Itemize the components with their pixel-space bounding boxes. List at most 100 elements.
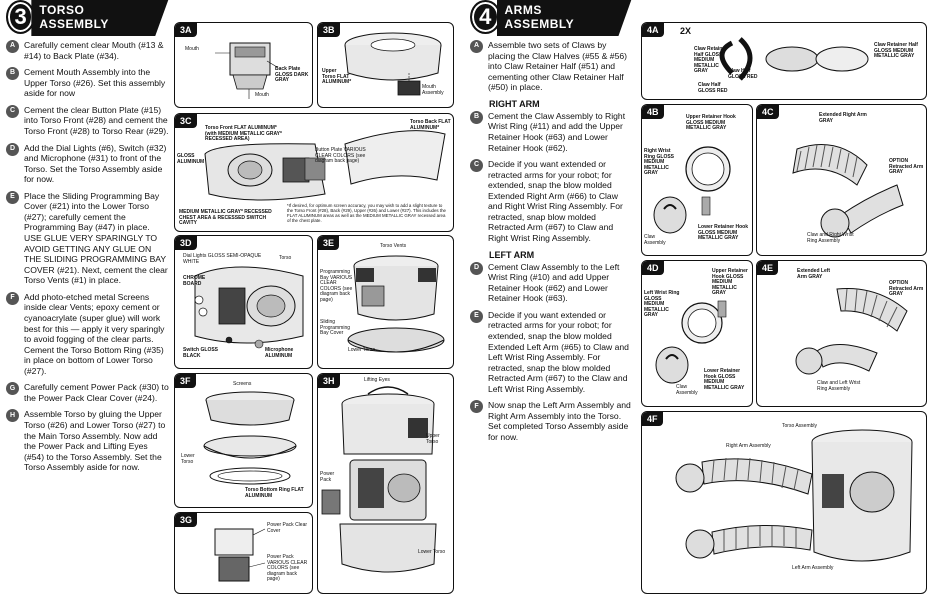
panel-label: 3H: [318, 374, 340, 388]
torso-front-label: Torso Front FLAT ALUMINUM* (with MEDIUM …: [205, 125, 282, 142]
panel-4d: 4D Left Wrist Ring GLOSS MEDIUM METALLIC…: [641, 260, 753, 407]
torso-vents-label: Torso Vents: [380, 243, 407, 249]
panel-label: 3G: [175, 513, 198, 527]
step-bullet: A: [6, 40, 19, 53]
step-bullet: B: [470, 110, 483, 124]
panel-3d: 3D Dial Lights GLOSS SEMI-OPAQUE WHITE T…: [174, 235, 313, 369]
step-text: Cement Mouth Assembly into the Upper Tor…: [24, 67, 166, 99]
right-arm-heading: RIGHT ARM: [489, 98, 540, 109]
step-text: Place the Sliding Programming Bay Cover …: [24, 190, 168, 286]
mouth-assembly-label: Mouth Assembly: [422, 84, 444, 96]
lower-retainer-hook-label: Lower Retainer Hook GLOSS MEDIUM METALLI…: [704, 368, 745, 391]
step-bullet: E: [470, 309, 483, 323]
step-text: Assemble Torso by gluing the Upper Torso…: [24, 409, 166, 473]
torso-step-number: 3: [6, 0, 36, 34]
step-text: Decide if you want extended or retracted…: [488, 159, 623, 243]
claw-half-upper-label: Claw Half GLOSS RED: [728, 68, 758, 80]
right-wrist-ring-label: Right Wrist Ring GLOSS MEDIUM METALLIC G…: [644, 148, 674, 176]
torso-step-h: H Assemble Torso by gluing the Upper Tors…: [6, 409, 169, 472]
retracted-arm-label: OPTION Retracted Arm GRAY: [889, 280, 924, 297]
left-arm-heading: LEFT ARM: [489, 249, 535, 260]
arms-step-f: F Now snap the Left Arm Assembly and Righ…: [470, 400, 632, 442]
step-text: Add photo-etched metal Screens inside cl…: [24, 291, 165, 376]
panel-label: 4A: [642, 23, 664, 37]
panel-label: 4D: [642, 261, 664, 275]
sliding-cover-label: Sliding Programming Bay Cover: [320, 319, 351, 336]
retracted-arm-label: OPTION Retracted Arm GRAY: [889, 158, 924, 175]
mouth-back-plate-drawing: [215, 42, 278, 99]
arms-step-number: 4: [470, 0, 501, 34]
chrome-label: CHROME BOARD: [183, 275, 206, 287]
step-bullet: H: [6, 409, 19, 423]
dial-lights-label: Dial Lights GLOSS SEMI-OPAQUE WHITE: [183, 253, 262, 265]
torso-header: 3 TORSO ASSEMBLY: [6, 0, 169, 36]
panel-label: 3B: [318, 23, 340, 37]
step-text: Cement Claw Assembly to the Left Wrist R…: [488, 261, 620, 304]
arms-step-c: C Decide if you want extended or retracte…: [470, 159, 632, 244]
upper-retainer-hook-label: Upper Retainer Hook GLOSS MEDIUM METALLI…: [686, 114, 736, 131]
panel-3a: 3A Mouth Back Plate GLOSS DARK GRAY Mout…: [174, 22, 313, 108]
lower-torso-label: Lower Torso: [348, 347, 376, 353]
panel-label: 3C: [175, 114, 197, 128]
recessed-area-label: MEDIUM METALLIC GRAY* RECESSED CHEST ARE…: [179, 209, 272, 226]
step-text: Now snap the Left Arm Assembly and Right…: [488, 400, 631, 442]
button-plate-label: Button Plate VARIOUS CLEAR COLORS (see d…: [315, 147, 366, 164]
lower-torso-drawing: [347, 255, 445, 353]
screens-bottom-ring-drawing: [203, 391, 297, 485]
step-bullet: A: [470, 40, 483, 53]
panel-3f: 3F Screens Lower Torso Torso Bottom Ring…: [174, 373, 313, 508]
left-wrist-drawing: [655, 300, 727, 384]
panel-4e: 4E Extended Left Arm GRAY OPTION Retract…: [756, 260, 927, 407]
lower-torso-label: Lower Torso: [418, 549, 446, 555]
microphone-label: Microphone ALUMINUM: [265, 347, 294, 359]
right-arm-drawing: [792, 144, 904, 238]
arms-title: ARMS ASSEMBLY: [496, 0, 632, 36]
step-text: Cement the clear Button Plate (#15) into…: [24, 104, 169, 136]
step-bullet: F: [470, 400, 483, 414]
panel-label: 3E: [318, 236, 340, 250]
quantity-label: 2X: [680, 26, 692, 36]
claw-retainer-half-left-label: Claw Retainer Half GLOSS MEDIUM METALLIC…: [694, 46, 728, 74]
panel-4a: 4A 2X Claw Retainer Half GLOSS MEDIUM ME…: [641, 22, 927, 100]
step-text: Add the Dial Lights (#6), Switch (#32) a…: [24, 142, 167, 185]
switch-label: Switch GLOSS BLACK: [183, 347, 219, 359]
claw-retainer-half-right-label: Claw Retainer Half GLOSS MEDIUM METALLIC…: [874, 42, 918, 59]
back-plate-label: Back Plate GLOSS DARK GRAY: [275, 66, 309, 83]
step-text: Decide if you want extended or retracted…: [488, 309, 629, 394]
screens-label: Screens: [233, 381, 252, 387]
panel-label: 4C: [757, 105, 779, 119]
mouth-label: Mouth: [185, 46, 199, 52]
extended-left-arm-label: Extended Left Arm GRAY: [797, 268, 831, 280]
step-bullet: C: [470, 159, 483, 173]
panel-label: 3F: [175, 374, 196, 388]
dial-lights-drawing: [194, 266, 304, 349]
panel-3g: 3G Power Pack Clear Cover Power Pack VAR…: [174, 512, 313, 594]
claw-assembly-drawing: [719, 37, 869, 81]
torso-with-arms-drawing: [675, 429, 913, 562]
arms-step-e: E Decide if you want extended or retracte…: [470, 309, 632, 395]
panel-4c: 4C Extended Right Arm GRAY OPTION Retrac…: [756, 104, 927, 256]
claw-half-lower-label: Claw Half GLOSS RED: [698, 82, 728, 94]
torso-title: TORSO ASSEMBLY: [31, 0, 169, 36]
mouth-lower-label: Mouth: [255, 92, 269, 98]
lifting-eyes-label: Lifting Eyes: [364, 377, 390, 383]
panel-label: 4F: [642, 412, 663, 426]
step-bullet: C: [6, 104, 19, 118]
step-bullet: D: [470, 261, 483, 275]
panel-4f: 4F Torso Assembly Right Arm Assembly Lef…: [641, 411, 927, 594]
panel-3c: 3C Torso Front FLAT ALUMINUM* (with MEDI…: [174, 113, 454, 232]
torso-front-rear-drawing: [204, 130, 446, 201]
left-wrist-ring-label: Left Wrist Ring GLOSS MEDIUM METALLIC GR…: [644, 290, 680, 318]
panel-3e: 3E Torso Vents Programming Bay VARIOUS C…: [317, 235, 454, 369]
arms-step-d: D Cement Claw Assembly to the Left Wrist …: [470, 261, 632, 304]
torso-assembly-label: Torso Assembly: [782, 423, 818, 429]
gloss-aluminum-label: GLOSS ALUMINUM: [177, 153, 205, 165]
